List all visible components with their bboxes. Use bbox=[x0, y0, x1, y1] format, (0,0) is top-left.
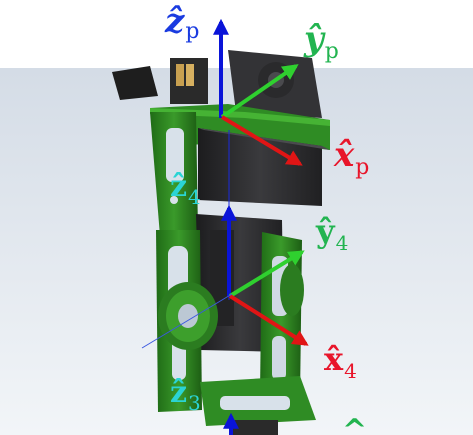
y-p-axis bbox=[220, 64, 299, 119]
label-x-4: x̂4 bbox=[324, 340, 357, 383]
label-y-4: ŷ4 bbox=[315, 212, 348, 255]
label-z-4: ẑ4 bbox=[170, 169, 201, 209]
rotation-axis-thin-line bbox=[141, 293, 233, 349]
frame-4-axes bbox=[141, 130, 309, 349]
x-4-axis bbox=[228, 294, 309, 346]
x-p-axis bbox=[220, 115, 303, 166]
label-z-3: ẑ3 bbox=[170, 375, 201, 415]
y-4-axis bbox=[228, 250, 305, 298]
label-y-p: ŷp bbox=[303, 19, 339, 64]
label-x-p: x̂p bbox=[333, 135, 369, 180]
label-z-p: ẑp bbox=[164, 1, 199, 44]
partial-hat-fragment: ^ bbox=[342, 413, 367, 435]
frame-p-axes bbox=[213, 18, 303, 166]
